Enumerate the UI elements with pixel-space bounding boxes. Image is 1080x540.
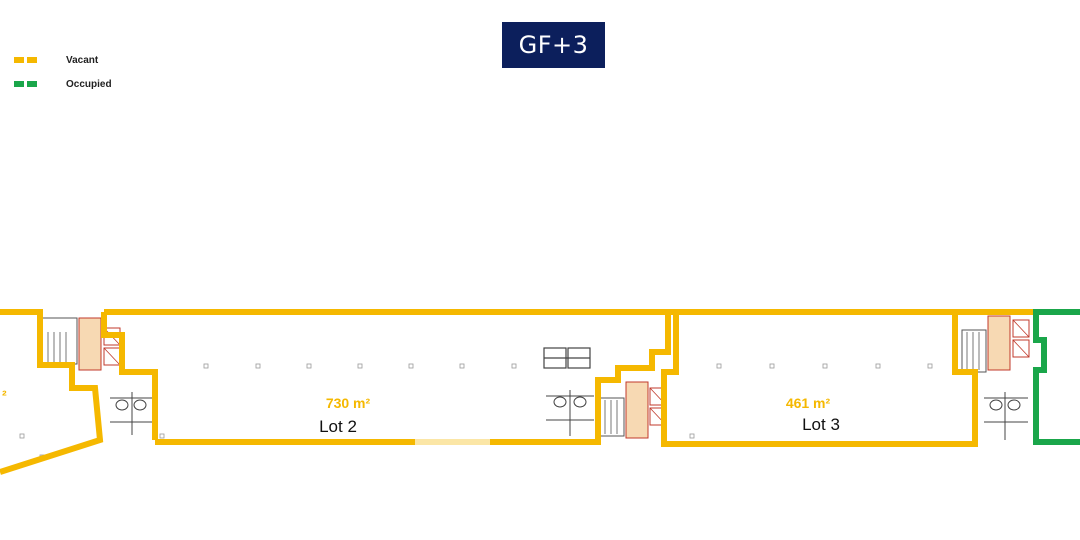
column-markers: [19, 363, 933, 460]
lot-2-outline: [104, 309, 671, 445]
legend-item-vacant: Vacant: [14, 48, 112, 72]
core-center: [546, 381, 667, 439]
legend: Vacant Occupied: [14, 48, 112, 96]
vacant-divider-left: [101, 312, 158, 440]
core-left: [41, 317, 154, 435]
legend-label-vacant: Vacant: [66, 54, 99, 66]
occupied-outline: [1033, 309, 1080, 445]
floor-title: GF+3: [502, 22, 605, 68]
legend-item-occupied: Occupied: [14, 72, 112, 96]
lot-3-outline: [661, 309, 978, 447]
lot-2-area: 730 m²: [326, 395, 371, 411]
vacant-swatch-icon: [14, 57, 52, 63]
left-area-fragment: ²: [2, 387, 7, 403]
lot-3-name: Lot 3: [802, 415, 840, 434]
vacant-outlines: [0, 309, 1038, 475]
occupied-swatch-icon: [14, 81, 52, 87]
legend-label-occupied: Occupied: [66, 78, 112, 90]
vacant-outline-left: [0, 309, 104, 475]
window-detail: [543, 347, 591, 369]
lot-3-area: 461 m²: [786, 395, 831, 411]
lot-2-name: Lot 2: [319, 417, 357, 436]
